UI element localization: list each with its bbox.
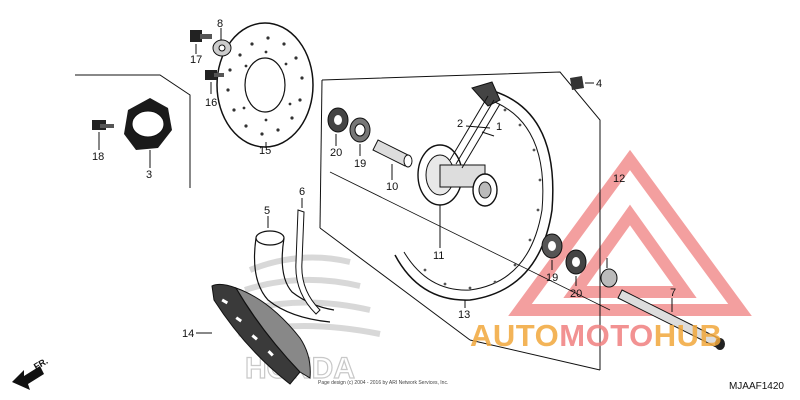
part-20-bearing-left [327,107,349,146]
watermark-text-hub: HUB [653,318,723,353]
part-5-inner-tube [253,216,335,323]
callout-14: 14 [182,328,194,340]
callout-3: 3 [146,169,152,181]
callout-13: 13 [458,309,470,321]
callout-5: 5 [264,205,270,217]
watermark-text: AUTOMOTOHUB [470,318,722,354]
callout-20-right: 20 [570,288,582,300]
part-19-dust-seal-left [349,117,371,156]
part-16-bolt [205,70,224,94]
diagram-code: MJAAF1420 [728,381,784,392]
watermark-triangle-icon [508,149,752,316]
front-direction-arrow-icon [12,366,44,390]
copyright-notice: Page design (c) 2004 - 2016 by ARI Netwo… [318,380,449,386]
watermark-text-moto: MOTO [559,318,654,353]
part-10-distance-collar [372,139,413,180]
callout-17: 17 [190,54,202,66]
part-8-collar [212,28,232,57]
part-1-2-spokes [449,95,501,169]
part-11-hub [417,144,498,248]
callout-19-left: 19 [354,158,366,170]
callout-1: 1 [496,121,502,133]
watermark-text-auto: AUTO [470,318,560,353]
direction-label: FR. [32,356,50,372]
callout-4: 4 [596,78,602,90]
part-18-bolt [92,120,114,150]
callout-12: 12 [613,173,625,185]
callout-16: 16 [205,97,217,109]
part-20-bearing-right [565,249,587,286]
callout-15: 15 [259,145,271,157]
callout-8: 8 [217,18,223,30]
part-15-brake-disc [216,22,314,148]
part-4-valve-cap [570,76,594,90]
callout-7: 7 [670,287,676,299]
callout-2: 2 [457,118,463,130]
part-13-rim [394,81,554,308]
callout-11: 11 [433,250,444,262]
callout-10: 10 [386,181,398,193]
group-boundary-lines [75,71,601,371]
callout-19-right: 19 [546,272,558,284]
callout-18: 18 [92,151,104,163]
axle-leader-line [329,171,611,311]
part-6-rim-band [295,198,321,315]
part-3-hub-flange [124,98,172,168]
part-7-front-axle [617,289,725,350]
callout-6: 6 [299,186,305,198]
part-17-bolt [190,30,212,54]
part-19-dust-seal-right [541,233,563,270]
callout-20-left: 20 [330,147,342,159]
part-9-side-collar [600,258,618,288]
part-14-tire [196,283,311,385]
